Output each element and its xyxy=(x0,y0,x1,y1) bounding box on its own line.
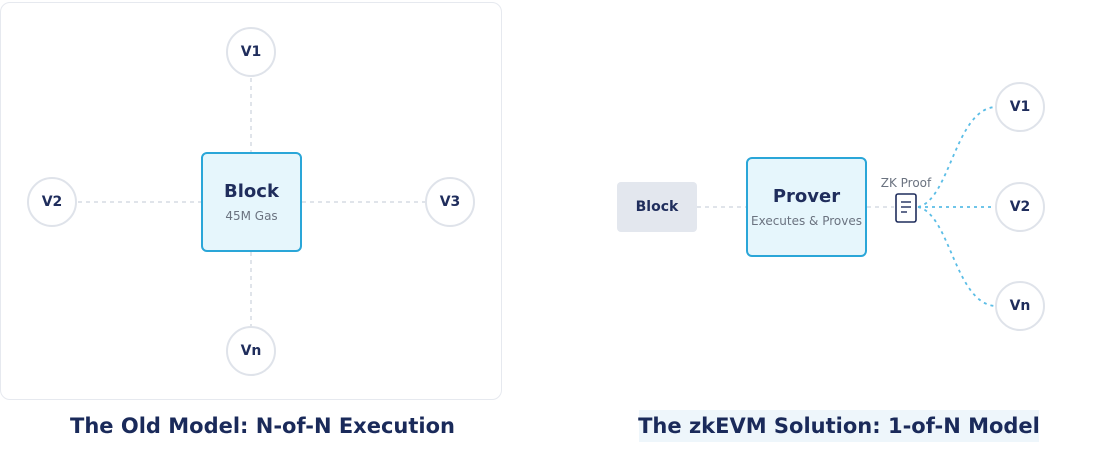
zkevm-caption: The zkEVM Solution: 1-of-N Model xyxy=(638,410,1040,442)
old-node-vn: Vn xyxy=(226,326,276,376)
prover-box: Prover Executes & Proves xyxy=(746,157,867,257)
zk-node-v2: V2 xyxy=(995,182,1045,232)
old-node-v3: V3 xyxy=(425,177,475,227)
zk-node-v1: V1 xyxy=(995,82,1045,132)
old-node-v1: V1 xyxy=(226,27,276,77)
prover-subtitle: Executes & Proves xyxy=(751,214,862,228)
old-block-title: Block xyxy=(224,181,279,202)
old-model-caption: The Old Model: N-of-N Execution xyxy=(70,414,455,438)
zk-proof-label: ZK Proof xyxy=(880,176,932,190)
line-proof-vn xyxy=(917,206,996,307)
line-proof-v1 xyxy=(917,106,996,208)
old-block-subtitle: 45M Gas xyxy=(225,209,278,223)
prover-title: Prover xyxy=(772,186,841,207)
document-icon xyxy=(895,193,917,223)
zk-node-vn: Vn xyxy=(995,281,1045,331)
zk-block-box: Block xyxy=(617,182,697,232)
old-block-box: Block 45M Gas xyxy=(201,152,302,252)
old-node-v2: V2 xyxy=(27,177,77,227)
